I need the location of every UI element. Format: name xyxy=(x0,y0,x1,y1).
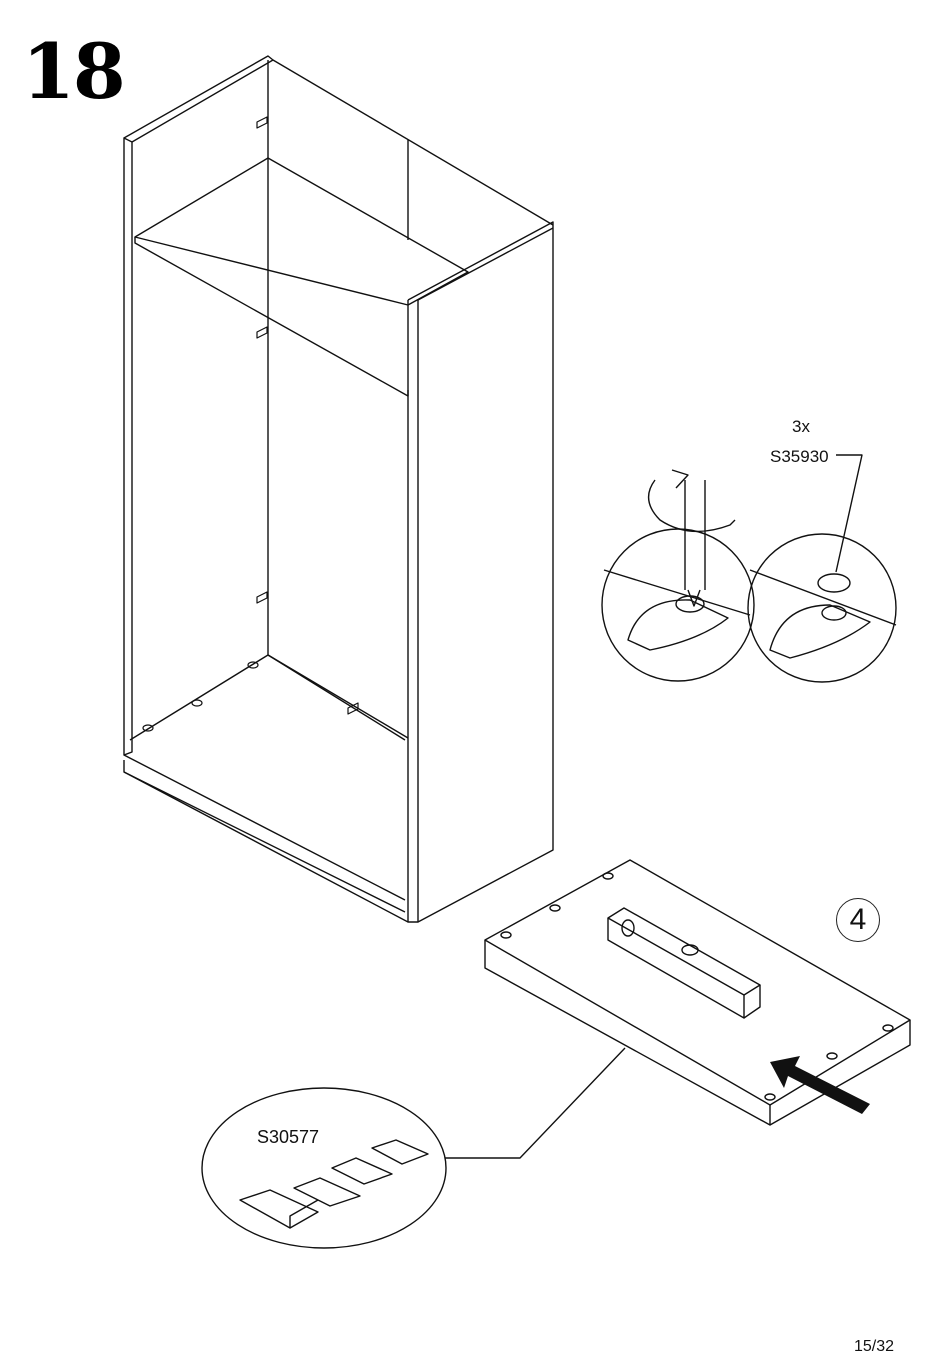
panel-id-badge: 4 xyxy=(836,898,880,942)
page-number: 15/32 xyxy=(854,1338,894,1356)
adjust-detail-circle xyxy=(602,470,754,681)
adjuster-quantity-label: 3x xyxy=(792,417,810,437)
adjuster-part-code: S35930 xyxy=(770,447,829,467)
level-tool-icon xyxy=(608,908,760,1018)
wardrobe-carcass-drawing xyxy=(124,56,553,922)
screwdriver-icon xyxy=(685,480,705,606)
push-arrow-icon xyxy=(770,1056,870,1114)
rotate-arrow-icon xyxy=(649,470,735,531)
wedge-part-code: S30577 xyxy=(257,1127,319,1148)
cap-detail-circle xyxy=(748,455,896,682)
bottom-panel-drawing xyxy=(485,860,910,1125)
wedge-shims-icon xyxy=(202,1088,446,1248)
